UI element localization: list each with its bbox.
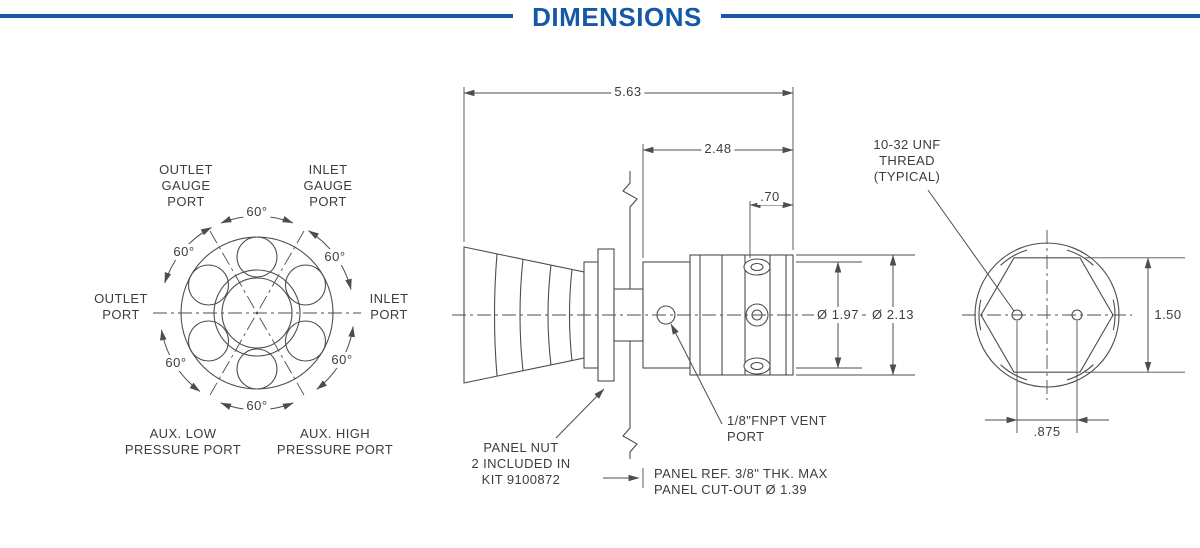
front-centerlines: [153, 230, 361, 396]
dim-diameter-inner: Ø 1.97: [813, 307, 863, 323]
angle-label-lower-right: 60°: [328, 352, 356, 368]
label-outlet-port: OUTLET PORT: [94, 291, 148, 322]
rear-centerlines: [962, 230, 1132, 400]
dim-body-length: 2.48: [701, 141, 735, 157]
page-title: DIMENSIONS: [532, 2, 702, 32]
vent-port-leader: [670, 323, 723, 425]
panel-line: [622, 171, 638, 459]
header-rule-left: [0, 14, 513, 18]
note-thread: 10-32 UNF THREAD (TYPICAL): [873, 137, 941, 184]
dim-overall-length: 5.63: [611, 84, 645, 100]
rear-extension-lines: [1016, 257, 1185, 433]
dim-across-flats: 1.50: [1151, 307, 1185, 323]
angle-label-upper-right: 60°: [321, 249, 349, 265]
dim-hole-spacing: .875: [1033, 424, 1061, 439]
dim-diameter-outer: Ø 2.13: [868, 307, 918, 323]
thread-leader: [927, 189, 1015, 312]
panel-nut-leader: [555, 388, 605, 439]
angle-label-lower-left: 60°: [162, 355, 190, 371]
note-panel-ref: PANEL REF. 3/8" THK. MAX PANEL CUT-OUT Ø…: [654, 466, 828, 497]
note-vent-port: 1/8"FNPT VENT PORT: [727, 413, 827, 444]
angle-label-upper-left: 60°: [170, 244, 198, 260]
angle-label-top: 60°: [243, 204, 271, 220]
label-inlet-gauge-port: INLET GAUGE PORT: [303, 162, 353, 209]
label-outlet-gauge-port: OUTLET GAUGE PORT: [159, 162, 213, 209]
side-view: [452, 87, 915, 488]
label-aux-low-pressure-port: AUX. LOW PRESSURE PORT: [124, 426, 242, 457]
rear-view: [927, 189, 1185, 433]
label-aux-high-pressure-port: AUX. HIGH PRESSURE PORT: [276, 426, 394, 457]
port-bosses: [743, 258, 771, 375]
label-inlet-port: INLET PORT: [369, 291, 409, 322]
dim-port-offset: .70: [757, 189, 783, 205]
note-panel-nut: PANEL NUT 2 INCLUDED IN KIT 9100872: [471, 440, 571, 487]
rear-dimension-lines: [985, 257, 1152, 424]
angle-label-bottom: 60°: [243, 398, 271, 414]
header-rule-right: [721, 14, 1200, 18]
side-leaders: [555, 323, 723, 482]
hex-corner-arcs: [978, 249, 1116, 381]
